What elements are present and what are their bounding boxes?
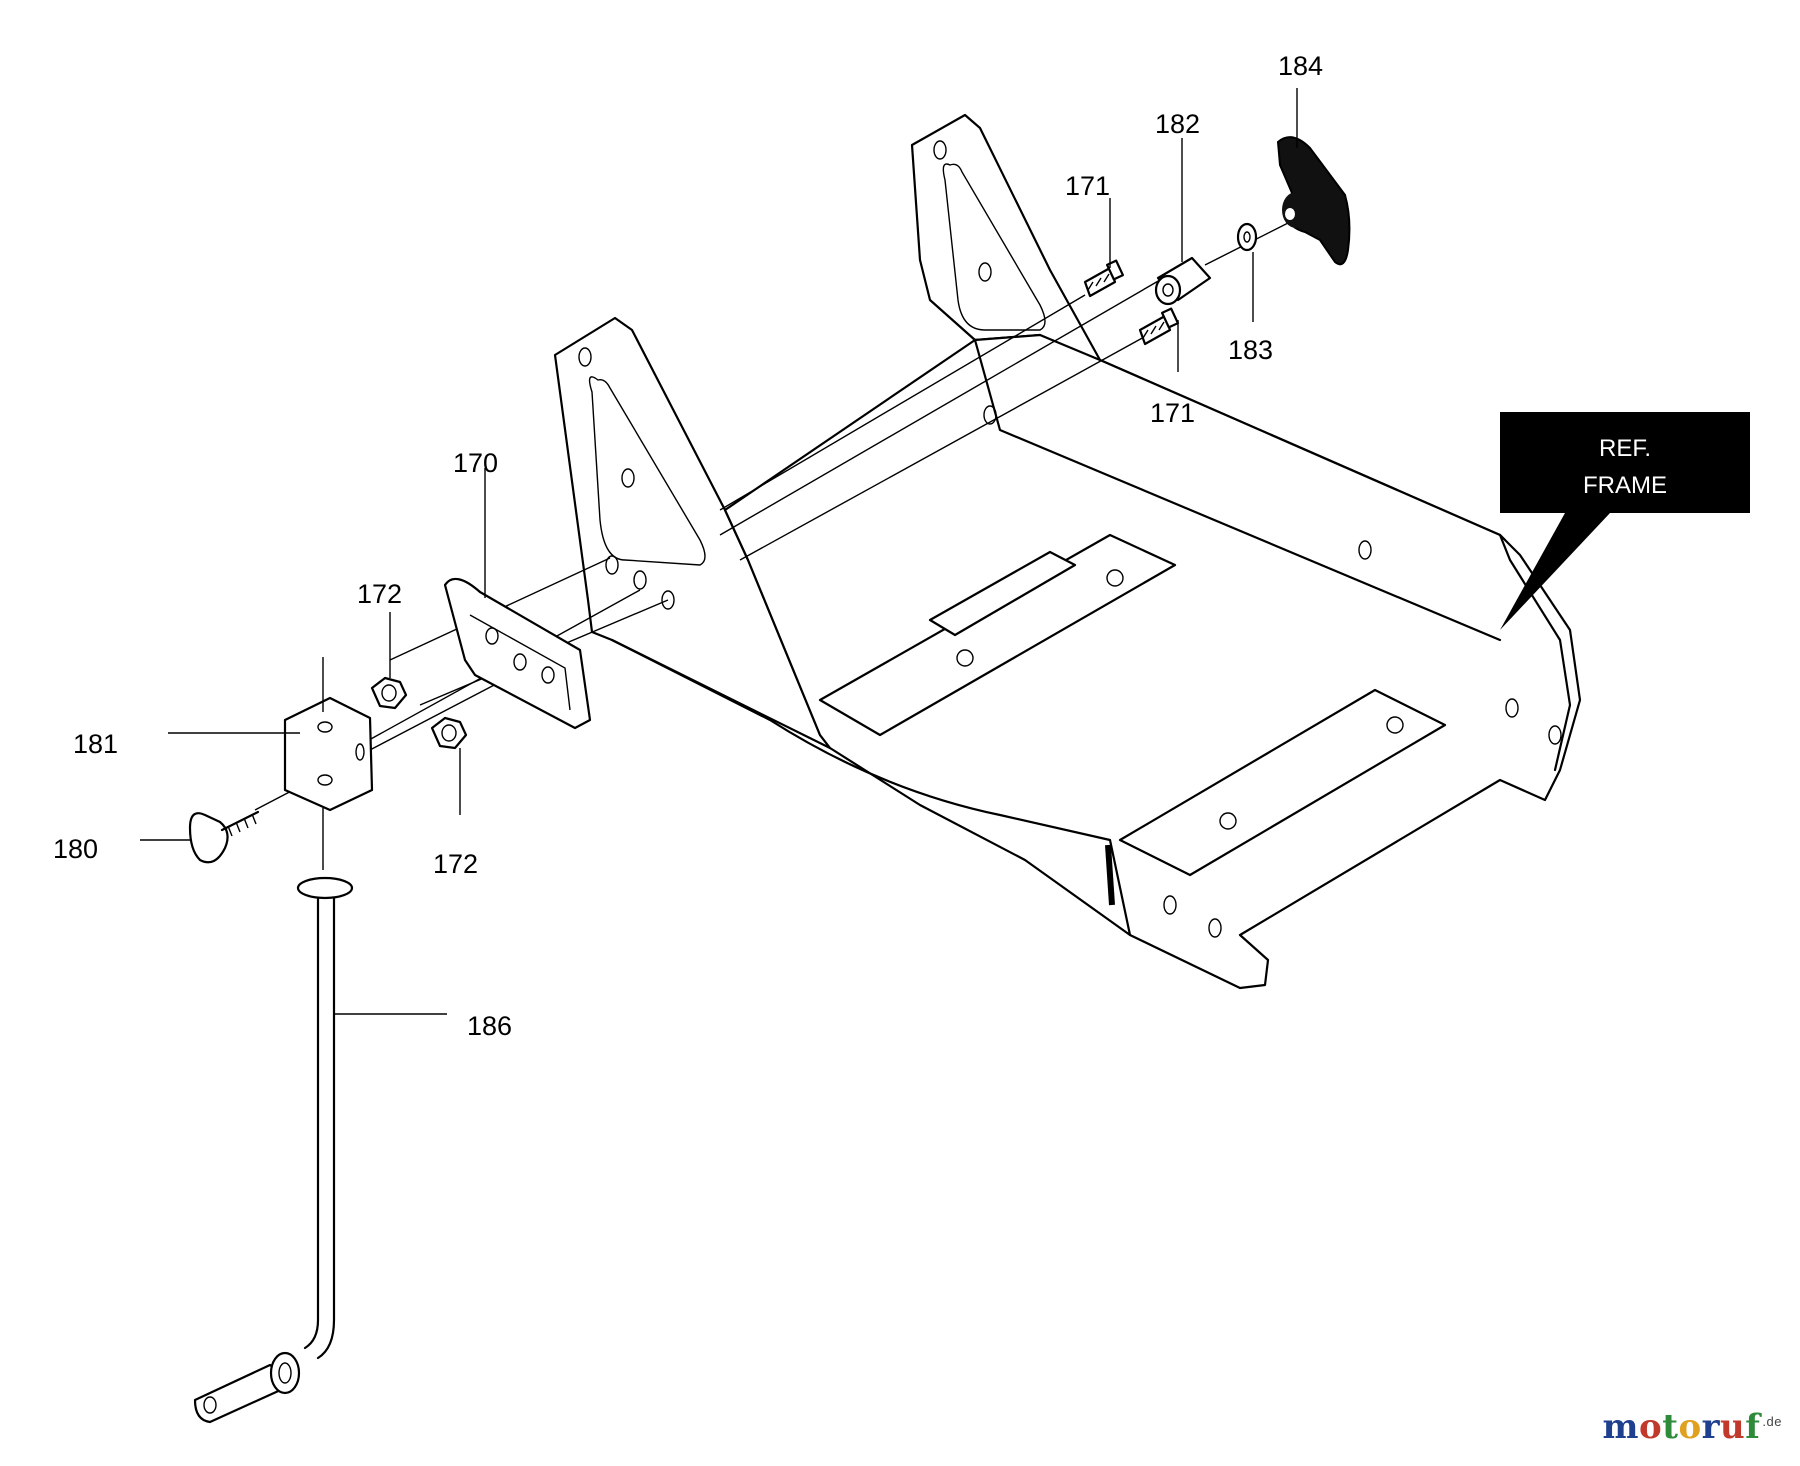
- part-171-bolt-a: [1083, 259, 1125, 298]
- frame-deck: [723, 333, 1582, 990]
- watermark-char: u: [1720, 1407, 1746, 1447]
- part-186-rod: [193, 876, 354, 1424]
- ref-frame-callout: REF. FRAME: [1500, 412, 1750, 630]
- frame-inner-edge: [973, 338, 1502, 642]
- label-180: 180: [53, 834, 98, 864]
- label-172-upper: 172: [357, 579, 402, 609]
- ref-frame-line2: FRAME: [1583, 472, 1667, 499]
- watermark-char: o: [1639, 1407, 1663, 1447]
- part-180-carriage-bolt: [188, 810, 260, 864]
- ref-frame-line1: REF.: [1599, 435, 1651, 462]
- frame-slot-plate: [928, 550, 1077, 637]
- label-171-lower: 171: [1150, 398, 1195, 428]
- frame-right-slot: [942, 163, 1046, 331]
- ref-frame-box: [1500, 412, 1750, 513]
- watermark-char: t: [1662, 1407, 1679, 1447]
- frame-weld-seam: [1105, 844, 1115, 906]
- watermark-char: r: [1701, 1407, 1721, 1447]
- watermark-logo: motoruf.de: [1603, 1407, 1782, 1447]
- watermark-char: o: [1678, 1407, 1702, 1447]
- part-labels: 184 182 171 183 171 170 172 181 180 172 …: [53, 51, 1323, 1041]
- part-170-bracket: [443, 577, 592, 730]
- frame-cross-plate-lower: [1118, 688, 1447, 877]
- part-184-knob: [1276, 136, 1351, 266]
- watermark-char: m: [1602, 1407, 1640, 1447]
- part-182-spacer: [1154, 256, 1212, 306]
- label-182: 182: [1155, 109, 1200, 139]
- frame-front-lip: [610, 638, 1132, 937]
- part-183-washer: [1236, 222, 1258, 252]
- watermark-char: f: [1745, 1407, 1761, 1447]
- label-186: 186: [467, 1011, 512, 1041]
- frame-holes: [578, 140, 1562, 938]
- label-170: 170: [453, 448, 498, 478]
- frame: [553, 113, 1582, 990]
- label-184: 184: [1278, 51, 1323, 81]
- label-183: 183: [1228, 335, 1273, 365]
- part-172-nut-a: [370, 676, 408, 710]
- part-171-bolt-b: [1138, 307, 1180, 346]
- leader-lines: [140, 88, 1298, 1015]
- frame-side-rail: [1498, 533, 1572, 772]
- part-181-clevis: [283, 696, 374, 812]
- part-172-nut-b: [430, 716, 468, 750]
- frame-left-slot: [588, 376, 706, 566]
- label-172-lower: 172: [433, 849, 478, 879]
- ref-frame-pointer: [1500, 513, 1610, 630]
- watermark-suffix: .de: [1762, 1413, 1782, 1429]
- label-171-upper: 171: [1065, 171, 1110, 201]
- label-181: 181: [73, 729, 118, 759]
